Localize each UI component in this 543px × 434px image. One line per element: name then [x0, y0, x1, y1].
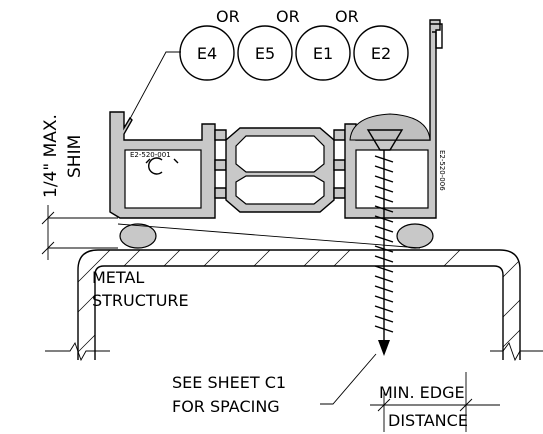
break-line-left	[45, 341, 110, 362]
option-circle-e4	[179, 25, 235, 81]
left-part-number: E2-520-001	[130, 151, 171, 159]
option-label-e2: E2	[371, 44, 391, 63]
structure-note-line2: STRUCTURE	[92, 291, 189, 310]
shim-leader	[117, 223, 421, 249]
right-part-number: E2-520-006	[438, 150, 446, 191]
left-fin-1	[214, 129, 227, 141]
distance-label: DISTANCE	[388, 411, 468, 430]
edge-tick-left	[377, 398, 391, 412]
bridge-cavity-upper	[235, 135, 325, 173]
or-label-3: OR	[335, 7, 359, 26]
option-circle-e5	[237, 25, 293, 81]
or-label-2: OR	[276, 7, 300, 26]
left-fin-3	[214, 187, 227, 199]
structure-outer-outline	[77, 249, 521, 360]
sealant-bead	[349, 113, 431, 141]
spacing-leader	[320, 353, 377, 405]
option-circle-e2	[353, 25, 409, 81]
screw-tip	[378, 340, 390, 356]
min-edge-label: MIN. EDGE	[379, 383, 465, 402]
shim-dimension: 1/4" MAX. SHIM	[41, 114, 421, 260]
option-label-e5: E5	[255, 44, 275, 63]
option-label-e4: E4	[197, 44, 217, 63]
shim-right	[396, 223, 434, 249]
screw-threads	[374, 155, 394, 333]
right-fin-2	[333, 159, 346, 171]
left-fin-2	[214, 159, 227, 171]
structure-note-line1: METAL	[92, 268, 144, 287]
shim-max-label: 1/4" MAX.	[41, 114, 61, 198]
screw-head	[366, 129, 404, 151]
right-frame-cavity	[355, 149, 429, 209]
glazing-options: OR OR OR E4 E5 E1 E2	[120, 7, 409, 136]
bridge-cavity-lower	[235, 175, 325, 205]
screw-boss-left	[145, 157, 179, 175]
option-circle-e1	[295, 25, 351, 81]
aluminum-frame: E2-520-001 E2-520-006	[109, 19, 446, 219]
edge-tick-right	[459, 398, 473, 412]
spacing-note-line1: SEE SHEET C1	[172, 373, 286, 392]
shim-tick-bottom	[41, 241, 55, 255]
option-label-e1: E1	[313, 44, 333, 63]
structure-inner-outline	[94, 265, 504, 360]
break-line-right	[490, 342, 543, 362]
shim-left	[119, 223, 157, 249]
option-leader-line	[124, 51, 181, 129]
right-fin-3	[333, 187, 346, 199]
shim-label: SHIM	[65, 135, 85, 178]
glazing-hook	[430, 23, 443, 49]
or-label-1: OR	[216, 7, 240, 26]
edge-distance-dimension: MIN. EDGE DISTANCE	[370, 372, 500, 432]
spacing-note-line2: FOR SPACING	[172, 397, 280, 416]
right-fin-1	[333, 129, 346, 141]
shim-tick-top	[41, 211, 55, 225]
left-frame-cavity	[124, 149, 202, 209]
